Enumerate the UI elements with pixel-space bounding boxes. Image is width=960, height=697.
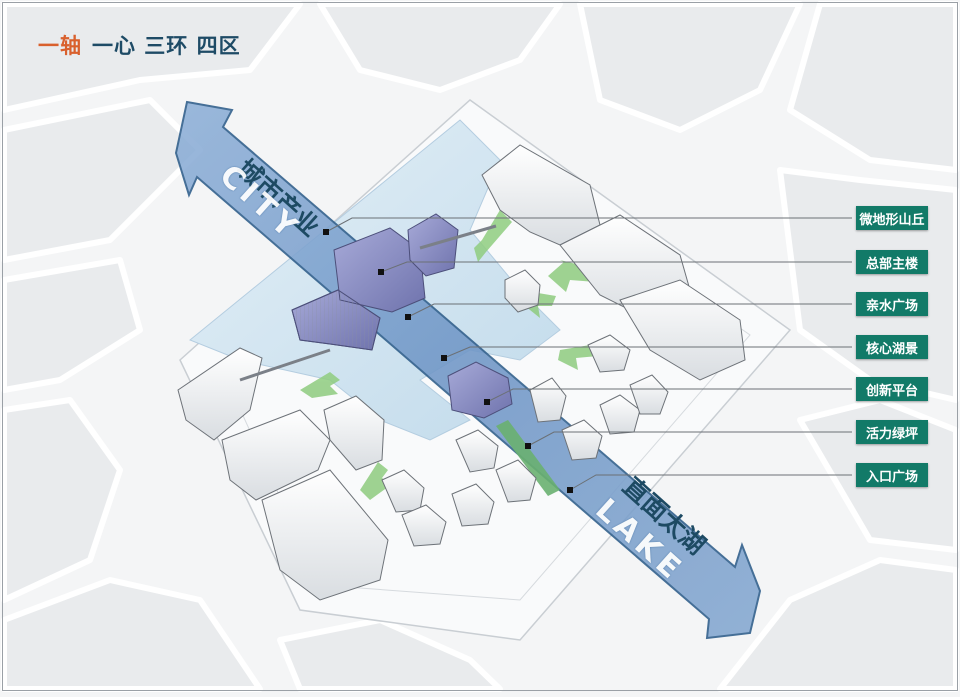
innovation-platform-building — [447, 361, 513, 419]
green-arrow — [474, 210, 512, 262]
city-block — [277, 617, 503, 692]
leader-line — [486, 388, 852, 403]
office-building — [323, 395, 385, 471]
feature-marker — [378, 269, 384, 275]
office-building — [561, 419, 603, 461]
green-arrow — [558, 344, 598, 370]
active-lawn — [496, 420, 560, 496]
feature-marker — [567, 487, 573, 493]
office-building — [504, 269, 541, 313]
office-building — [451, 483, 495, 527]
feature-marker — [484, 399, 490, 405]
feature-marker — [441, 355, 447, 361]
office-building — [619, 279, 746, 381]
feature-marker — [525, 443, 531, 449]
office-building — [599, 394, 641, 435]
city-block — [1, 257, 143, 393]
green-arrow — [360, 462, 392, 500]
title-axis-text: 一轴 — [38, 34, 82, 58]
office-building — [221, 409, 331, 501]
city-block — [317, 1, 563, 93]
office-building — [401, 504, 447, 547]
city-block — [1, 397, 123, 603]
white-building-cluster-south — [177, 347, 537, 601]
leader-line — [527, 431, 852, 447]
city-block — [577, 1, 803, 133]
feature-marker — [323, 229, 329, 235]
office-building — [587, 334, 631, 373]
leader-line — [407, 303, 852, 318]
city-block — [717, 557, 959, 692]
leader-line — [380, 261, 852, 273]
white-building-cluster — [481, 144, 746, 461]
feature-marker — [405, 314, 411, 320]
leader-line — [443, 346, 852, 359]
city-block — [1, 577, 263, 692]
legend-leader-lines — [325, 217, 852, 491]
leader-line — [325, 217, 852, 233]
office-building — [495, 459, 537, 503]
leader-line — [569, 474, 852, 491]
city-block — [787, 1, 959, 173]
office-building — [261, 469, 389, 601]
office-building — [629, 374, 669, 415]
city-block — [1, 1, 303, 113]
office-building — [177, 347, 263, 441]
office-building — [455, 429, 499, 473]
city-block — [777, 167, 959, 403]
skybridge — [239, 348, 331, 382]
city-block — [1, 97, 203, 263]
hq-facade — [291, 289, 381, 351]
office-building — [381, 469, 425, 513]
feature-markers — [323, 229, 573, 493]
skybridge — [419, 224, 497, 250]
green-arrow — [300, 372, 340, 398]
diagram-title: 一轴一心 三环 四区 — [38, 30, 241, 60]
title-structure-text: 一心 三环 四区 — [92, 34, 241, 58]
